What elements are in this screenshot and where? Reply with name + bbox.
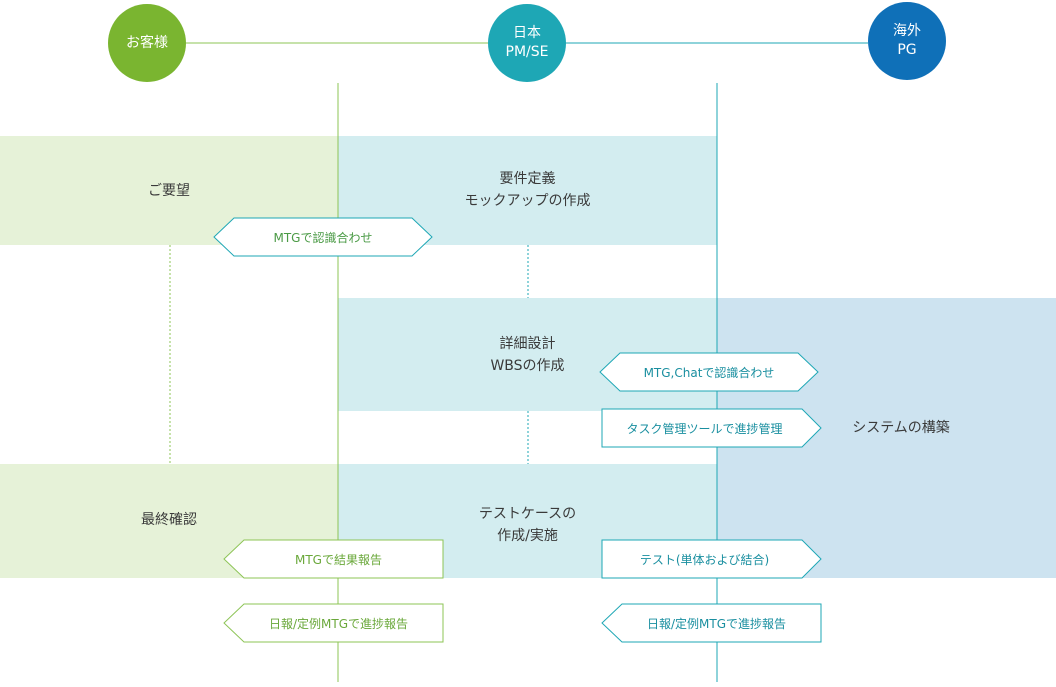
final-check-label: 最終確認	[141, 512, 197, 528]
arrow-daily-left-shape	[223, 603, 444, 643]
actor-japan-circle: 日本 PM/SE	[488, 4, 566, 82]
arrow-task-tool-label: タスク管理ツールで進捗管理	[626, 421, 783, 436]
arrow-test-unit-label: テスト(単体および結合)	[639, 552, 770, 567]
arrow-mtg-chat-agree-shape	[599, 352, 819, 392]
arrow-daily-right-shape	[601, 603, 822, 643]
arrow-task-tool-shape	[601, 408, 822, 448]
arrow-mtg-result-shape	[223, 539, 444, 579]
arrow-mtg-agree-shape	[213, 217, 433, 257]
system-build-label: システムの構築	[852, 420, 950, 436]
arrow-daily-left-label: 日報/定例MTGで進捗報告	[268, 616, 409, 631]
requirements-label: 要件定義 モックアップの作成	[464, 171, 591, 209]
detail-design-label: 詳細設計 WBSの作成	[490, 336, 565, 374]
arrow-mtg-result-label: MTGで結果報告	[295, 552, 382, 567]
client-request-label: ご要望	[148, 182, 190, 199]
arrow-mtg-chat-agree-label: MTG,Chatで認識合わせ	[643, 365, 775, 380]
arrow-test-unit-shape	[601, 539, 822, 579]
arrow-mtg-agree-label: MTGで認識合わせ	[273, 230, 373, 245]
arrow-daily-right-label: 日報/定例MTGで進捗報告	[646, 616, 787, 631]
actor-overseas-circle: 海外 PG	[868, 2, 946, 80]
actor-client-circle: お客様	[108, 4, 186, 82]
test-case-label: テストケースの 作成/実施	[478, 506, 577, 544]
